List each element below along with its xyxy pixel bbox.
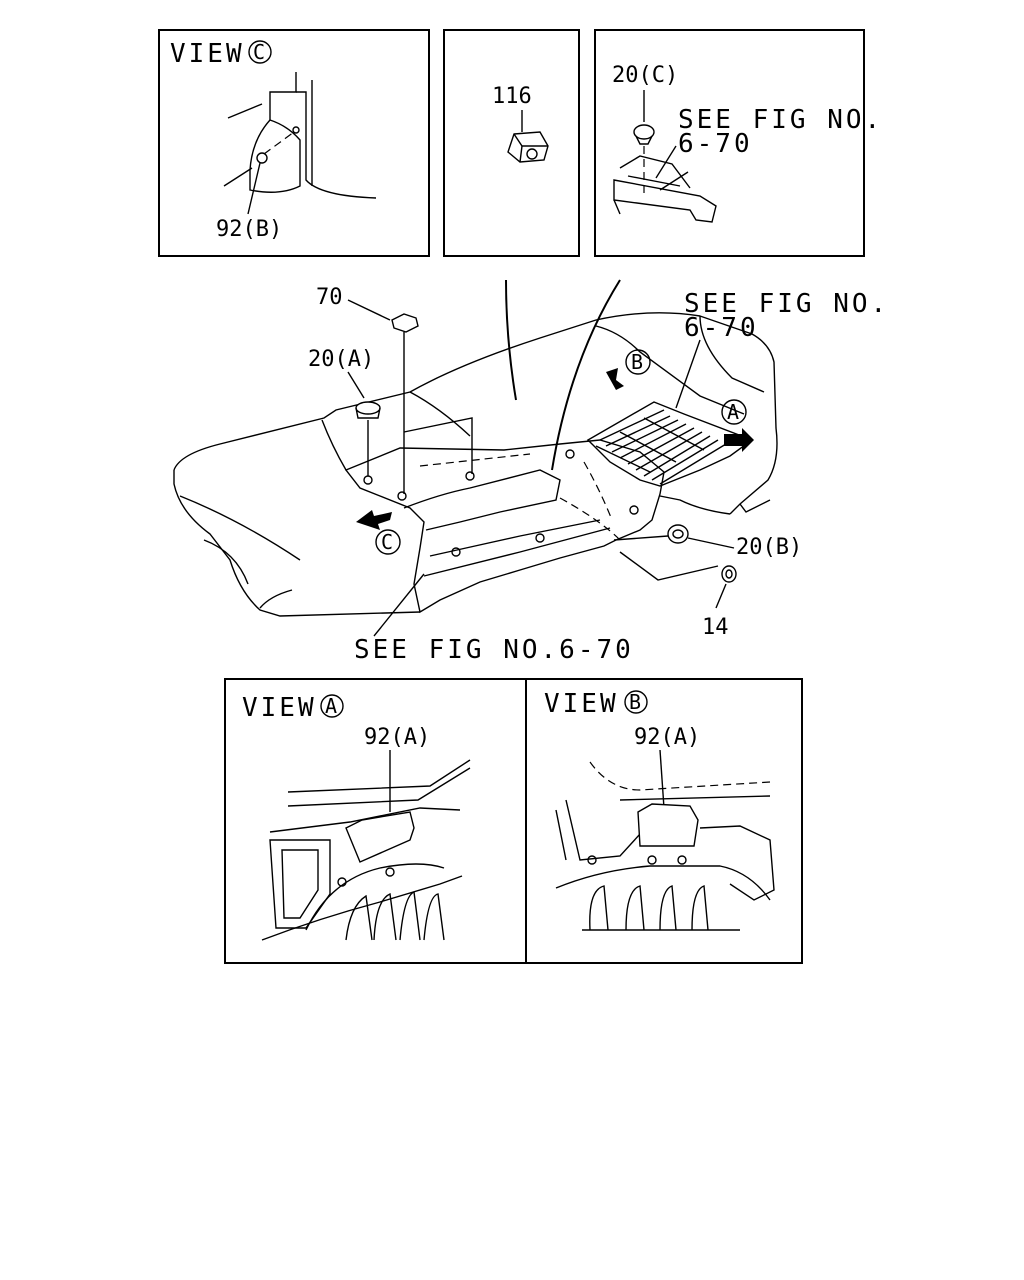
plug-20b-label: 20(B) (736, 535, 802, 560)
cap-70-group: 70 (316, 285, 473, 494)
rear-rail-drawing (613, 155, 717, 223)
view-20c-ref-line1: SEE FIG NO. (678, 105, 883, 135)
ref-top-line2: 6-70 (684, 313, 759, 343)
clip-frame (443, 29, 580, 257)
marker-b-label: B (631, 350, 643, 374)
cap-70-label: 70 (316, 285, 343, 310)
view-a-title: VIEW (242, 693, 317, 723)
view-b-part-label: 92(A) (634, 725, 700, 750)
plug-20a-icon (355, 401, 381, 419)
view-a-panel: VIEW A 92(A) (224, 678, 527, 964)
clip-panel: 116 (443, 29, 580, 257)
view-c-frame (158, 29, 430, 257)
view-b-drawing (555, 761, 775, 931)
clip-icon (507, 131, 549, 163)
view-c-panel: VIEW C 92(B) (158, 29, 430, 257)
nut-14-group: 14 (619, 551, 737, 640)
view-c-title: VIEW (170, 39, 245, 69)
ref-bottom-leader (373, 573, 425, 637)
marker-c-circle (375, 529, 401, 555)
view-b-title: VIEW (544, 689, 619, 719)
view-b-marker: B (629, 690, 641, 714)
marker-c-group: C (356, 510, 401, 555)
nut-14-icon (721, 565, 737, 583)
ref-top-leader (675, 339, 701, 409)
view-20c-frame (594, 29, 865, 257)
view-20c-panel: 20(C) SEE FIG NO. 6-70 (594, 29, 883, 257)
view-c-part-label: 92(B) (216, 217, 282, 242)
view-b-panel: VIEW B 92(A) (525, 678, 803, 964)
plug-20b-icon (667, 524, 689, 544)
plug-20a-group: 20(A) (308, 347, 381, 476)
marker-b-group: B (606, 349, 651, 390)
plug-20a-label: 20(A) (308, 347, 374, 372)
ref-bottom: SEE FIG NO.6-70 (354, 635, 634, 665)
plug-20c-icon (633, 124, 655, 145)
cap-70-icon (391, 313, 419, 333)
plug-20c-label: 20(C) (612, 63, 678, 88)
marker-c-label: C (381, 530, 393, 554)
view-20c-ref-line2: 6-70 (678, 129, 753, 159)
clip-part-label: 116 (492, 84, 532, 109)
view-a-marker-circle (320, 694, 344, 718)
arrow-c-icon (356, 510, 392, 530)
marker-a-circle (721, 399, 747, 425)
arrow-a-icon (724, 428, 754, 452)
marker-a-label: A (727, 400, 739, 424)
view-b-frame (525, 678, 803, 964)
view-b-marker-circle (624, 690, 648, 714)
view-a-part-label: 92(A) (364, 725, 430, 750)
marker-b-circle (625, 349, 651, 375)
view-c-drawing (223, 72, 377, 215)
vehicle-body-drawing (173, 279, 778, 617)
view-c-marker-circle (248, 40, 272, 64)
view-a-drawing (261, 759, 471, 941)
marker-a-group: A (721, 399, 754, 452)
view-a-marker: A (325, 694, 337, 718)
nut-14-label: 14 (702, 615, 729, 640)
plug-20b-group: 20(B) (613, 524, 802, 560)
view-c-marker: C (253, 40, 265, 64)
arrow-b-icon (606, 368, 624, 390)
ref-top-line1: SEE FIG NO. (684, 289, 889, 319)
